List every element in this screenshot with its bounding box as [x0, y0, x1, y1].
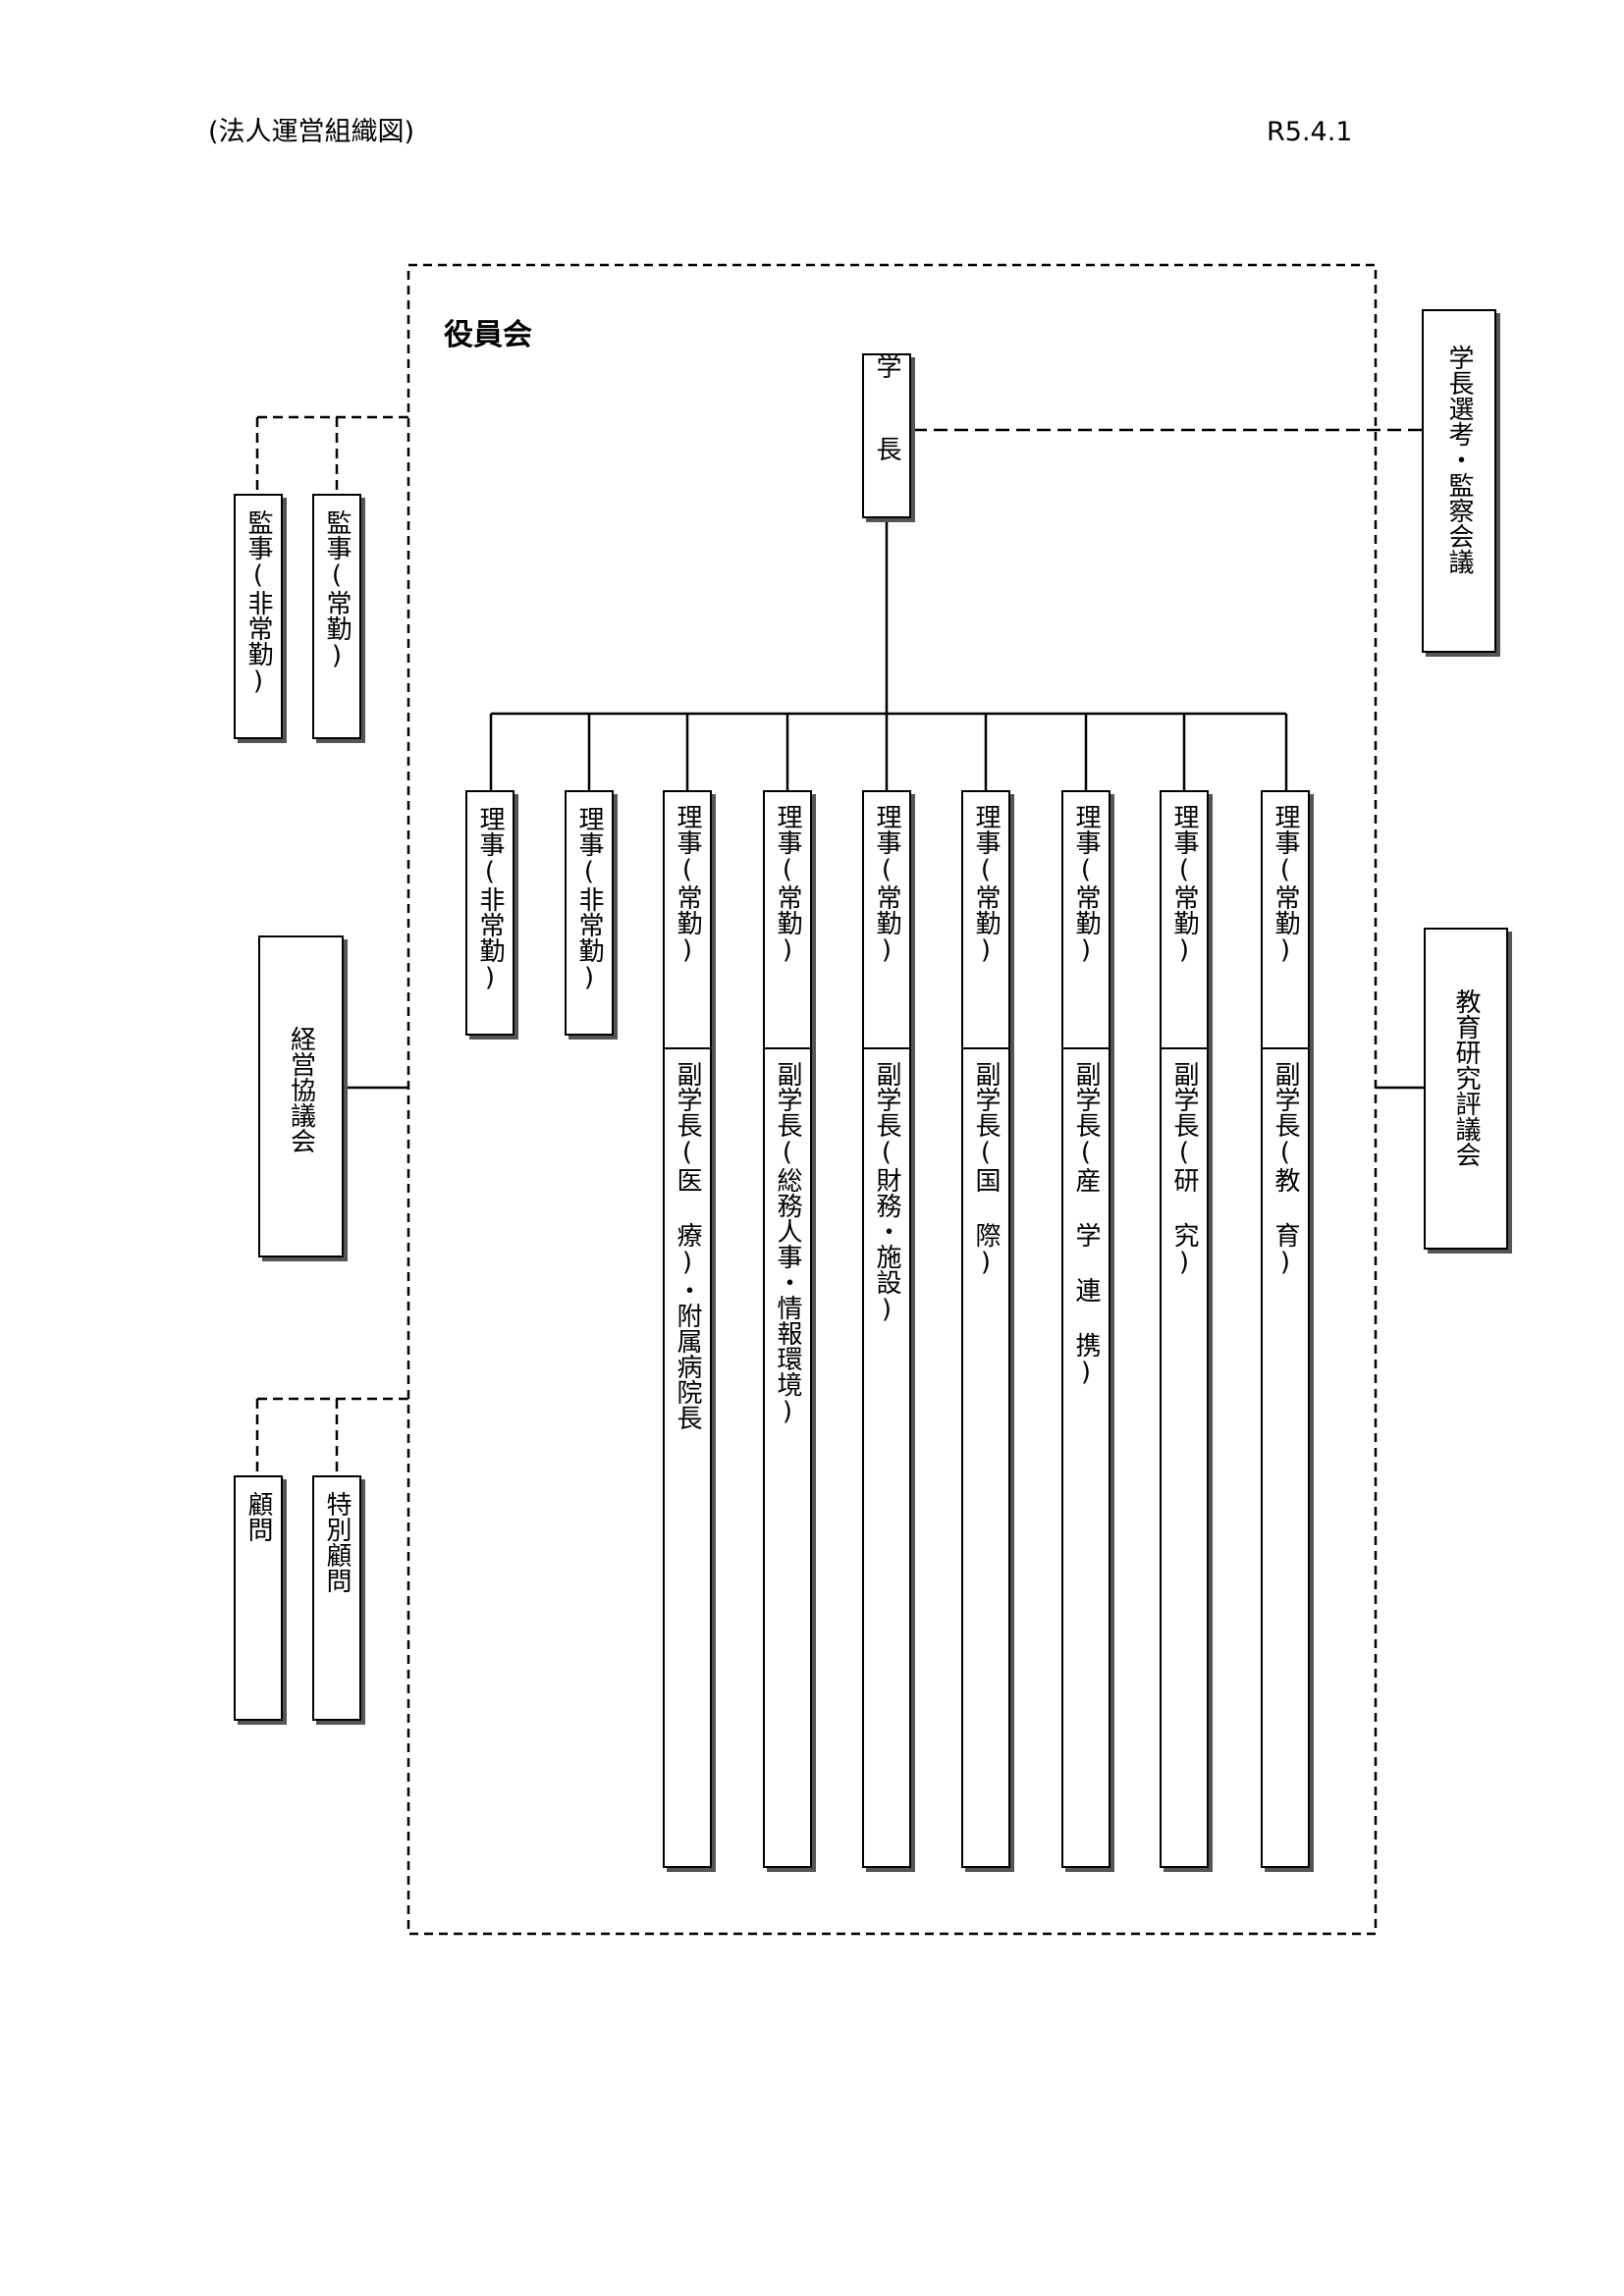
advisor-box: 顧問 — [234, 1475, 283, 1721]
director-title: 理事(常勤) — [1271, 804, 1300, 965]
director-title-cell: 理事(常勤) — [1063, 804, 1109, 1049]
director-title-cell: 理事(常勤) — [665, 804, 710, 1049]
director-title-cell: 理事(常勤) — [963, 804, 1008, 1049]
special-advisor-box: 特別顧問 — [312, 1475, 361, 1721]
advisor-label: 顧問 — [244, 1491, 273, 1542]
director-role: 副学長(医 療)・附属病院長 — [673, 1061, 702, 1430]
director-box-2: 理事(非常勤) — [565, 790, 614, 1036]
board-title: 役員会 — [444, 318, 532, 352]
director-role-cell: 副学長(研 究) — [1162, 1061, 1207, 1866]
director-role: 副学長(国 際) — [971, 1061, 1001, 1277]
director-role-cell: 副学長(産 学 連 携) — [1063, 1061, 1109, 1866]
auditor-connectors — [255, 415, 408, 494]
director-role-cell: 副学長(財務・施設) — [864, 1061, 909, 1866]
auditor-part-time-label: 監事(非常勤) — [244, 509, 273, 696]
director-title: 理事(常勤) — [1071, 804, 1101, 965]
director-title: 理事(非常勤) — [475, 806, 505, 992]
auditor-full-time-box: 監事(常勤) — [312, 494, 361, 739]
selection-supervision-council-box: 学長選考・監察会議 — [1422, 309, 1496, 653]
director-title: 理事(常勤) — [971, 804, 1001, 965]
education-research-council-label: 教育研究評議会 — [1451, 988, 1481, 1167]
education-research-council-box: 教育研究評議会 — [1424, 928, 1508, 1250]
director-role: 副学長(産 学 連 携) — [1071, 1061, 1101, 1387]
management-council-box: 経営協議会 — [258, 935, 344, 1257]
director-column-5: 理事(常勤) 副学長(財務・施設) — [862, 790, 911, 1868]
director-role-cell: 副学長(医 療)・附属病院長 — [665, 1061, 710, 1866]
auditor-part-time-box: 監事(非常勤) — [234, 494, 283, 739]
advisor-connectors — [255, 1397, 408, 1475]
director-role: 副学長(総務人事・情報環境) — [773, 1061, 802, 1426]
director-role: 副学長(教 育) — [1271, 1061, 1300, 1277]
director-column-9: 理事(常勤) 副学長(教 育) — [1261, 790, 1310, 1868]
management-council-label: 経営協議会 — [286, 1026, 316, 1153]
director-role-cell: 副学長(教 育) — [1263, 1061, 1308, 1866]
president-label: 学長 — [872, 353, 901, 518]
revision-date: R5.4.1 — [1267, 117, 1353, 147]
director-title-cell: 理事(常勤) — [864, 804, 909, 1049]
document-title: (法人運営組織図) — [208, 117, 415, 147]
president-box: 学長 — [862, 353, 911, 518]
special-advisor-label: 特別顧問 — [322, 1491, 352, 1593]
director-column-6: 理事(常勤) 副学長(国 際) — [961, 790, 1010, 1868]
director-column-3: 理事(常勤) 副学長(医 療)・附属病院長 — [663, 790, 712, 1868]
director-box-1: 理事(非常勤) — [465, 790, 514, 1036]
director-role: 副学長(財務・施設) — [872, 1061, 901, 1324]
director-title: 理事(常勤) — [773, 804, 802, 965]
auditor-full-time-label: 監事(常勤) — [322, 509, 352, 670]
director-title-cell: 理事(常勤) — [765, 804, 810, 1049]
director-title: 理事(常勤) — [673, 804, 702, 965]
director-role-cell: 副学長(総務人事・情報環境) — [765, 1061, 810, 1866]
director-title-cell: 理事(常勤) — [1162, 804, 1207, 1049]
director-title: 理事(常勤) — [872, 804, 901, 965]
director-role-cell: 副学長(国 際) — [963, 1061, 1008, 1866]
director-title-cell: 理事(常勤) — [1263, 804, 1308, 1049]
director-title: 理事(非常勤) — [574, 806, 604, 992]
director-title: 理事(常勤) — [1169, 804, 1199, 965]
director-column-7: 理事(常勤) 副学長(産 学 連 携) — [1061, 790, 1110, 1868]
director-column-8: 理事(常勤) 副学長(研 究) — [1160, 790, 1209, 1868]
director-drops — [489, 714, 1288, 790]
director-column-4: 理事(常勤) 副学長(総務人事・情報環境) — [763, 790, 812, 1868]
director-role: 副学長(研 究) — [1169, 1061, 1199, 1277]
selection-supervision-council-label: 学長選考・監察会議 — [1444, 345, 1474, 574]
